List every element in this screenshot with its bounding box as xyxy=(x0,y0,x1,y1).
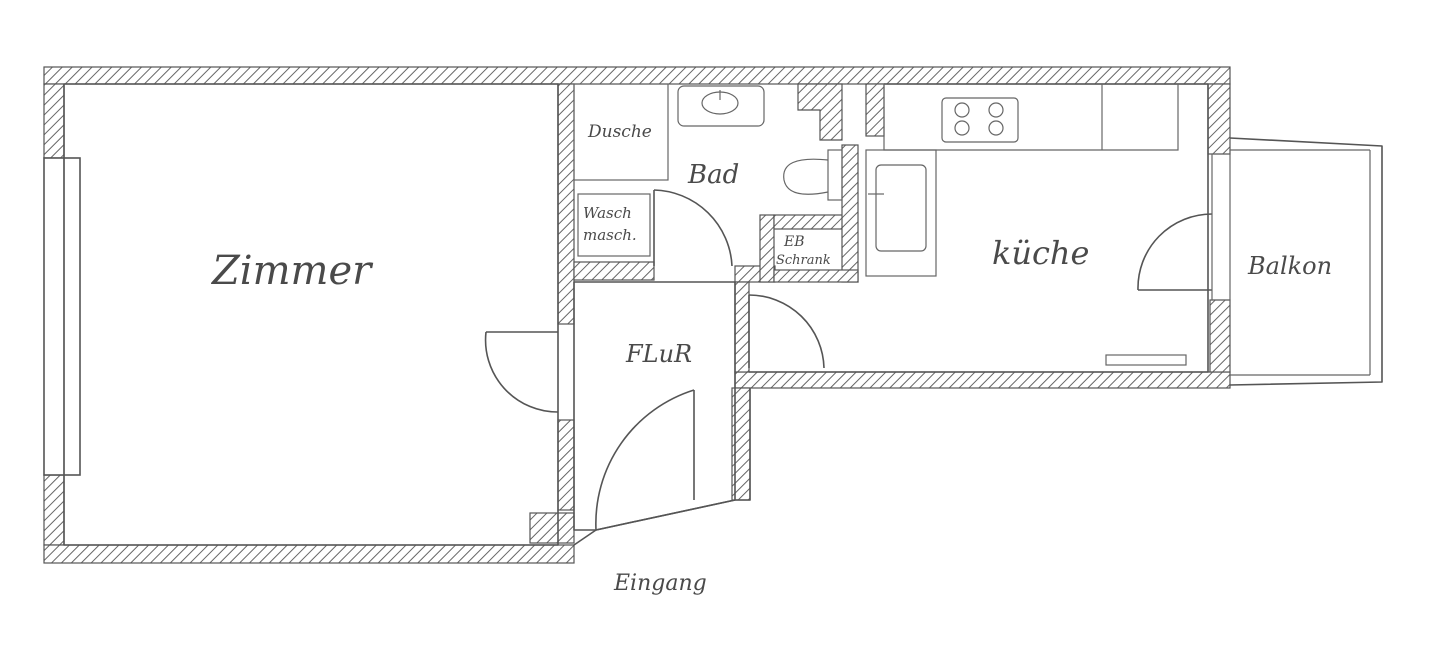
washing-machine xyxy=(577,193,651,257)
room-label-kueche: küche xyxy=(992,234,1089,272)
door-balkon xyxy=(1137,213,1213,291)
door-entrance xyxy=(595,389,695,531)
door-kitchen-flur xyxy=(748,294,825,369)
label-eingang: Eingang xyxy=(613,571,707,596)
room-label-balkon: Balkon xyxy=(1247,252,1332,280)
label-schrank: Schrank xyxy=(776,253,831,268)
sink-bath xyxy=(677,85,765,127)
sink-kitchen xyxy=(868,164,927,252)
kitchen-counter xyxy=(865,84,1179,277)
radiator xyxy=(1105,354,1187,366)
label-eb: EB xyxy=(783,234,805,250)
stove-icon xyxy=(941,97,1019,143)
room-label-dusche: Dusche xyxy=(587,122,652,142)
room-label-flur: FLuR xyxy=(625,340,692,368)
outer-walls xyxy=(43,66,1231,564)
shower xyxy=(573,83,669,181)
balcony xyxy=(1211,137,1383,386)
window-left xyxy=(43,157,81,476)
label-wasch: Wasch xyxy=(583,204,632,222)
room-label-bad: Bad xyxy=(687,160,739,190)
room-label-zimmer: Zimmer xyxy=(210,248,374,294)
label-masch: masch. xyxy=(583,226,637,244)
interior-walls xyxy=(557,83,885,373)
door-zimmer xyxy=(484,331,559,413)
toilet xyxy=(783,149,843,201)
door-bath xyxy=(653,189,733,267)
